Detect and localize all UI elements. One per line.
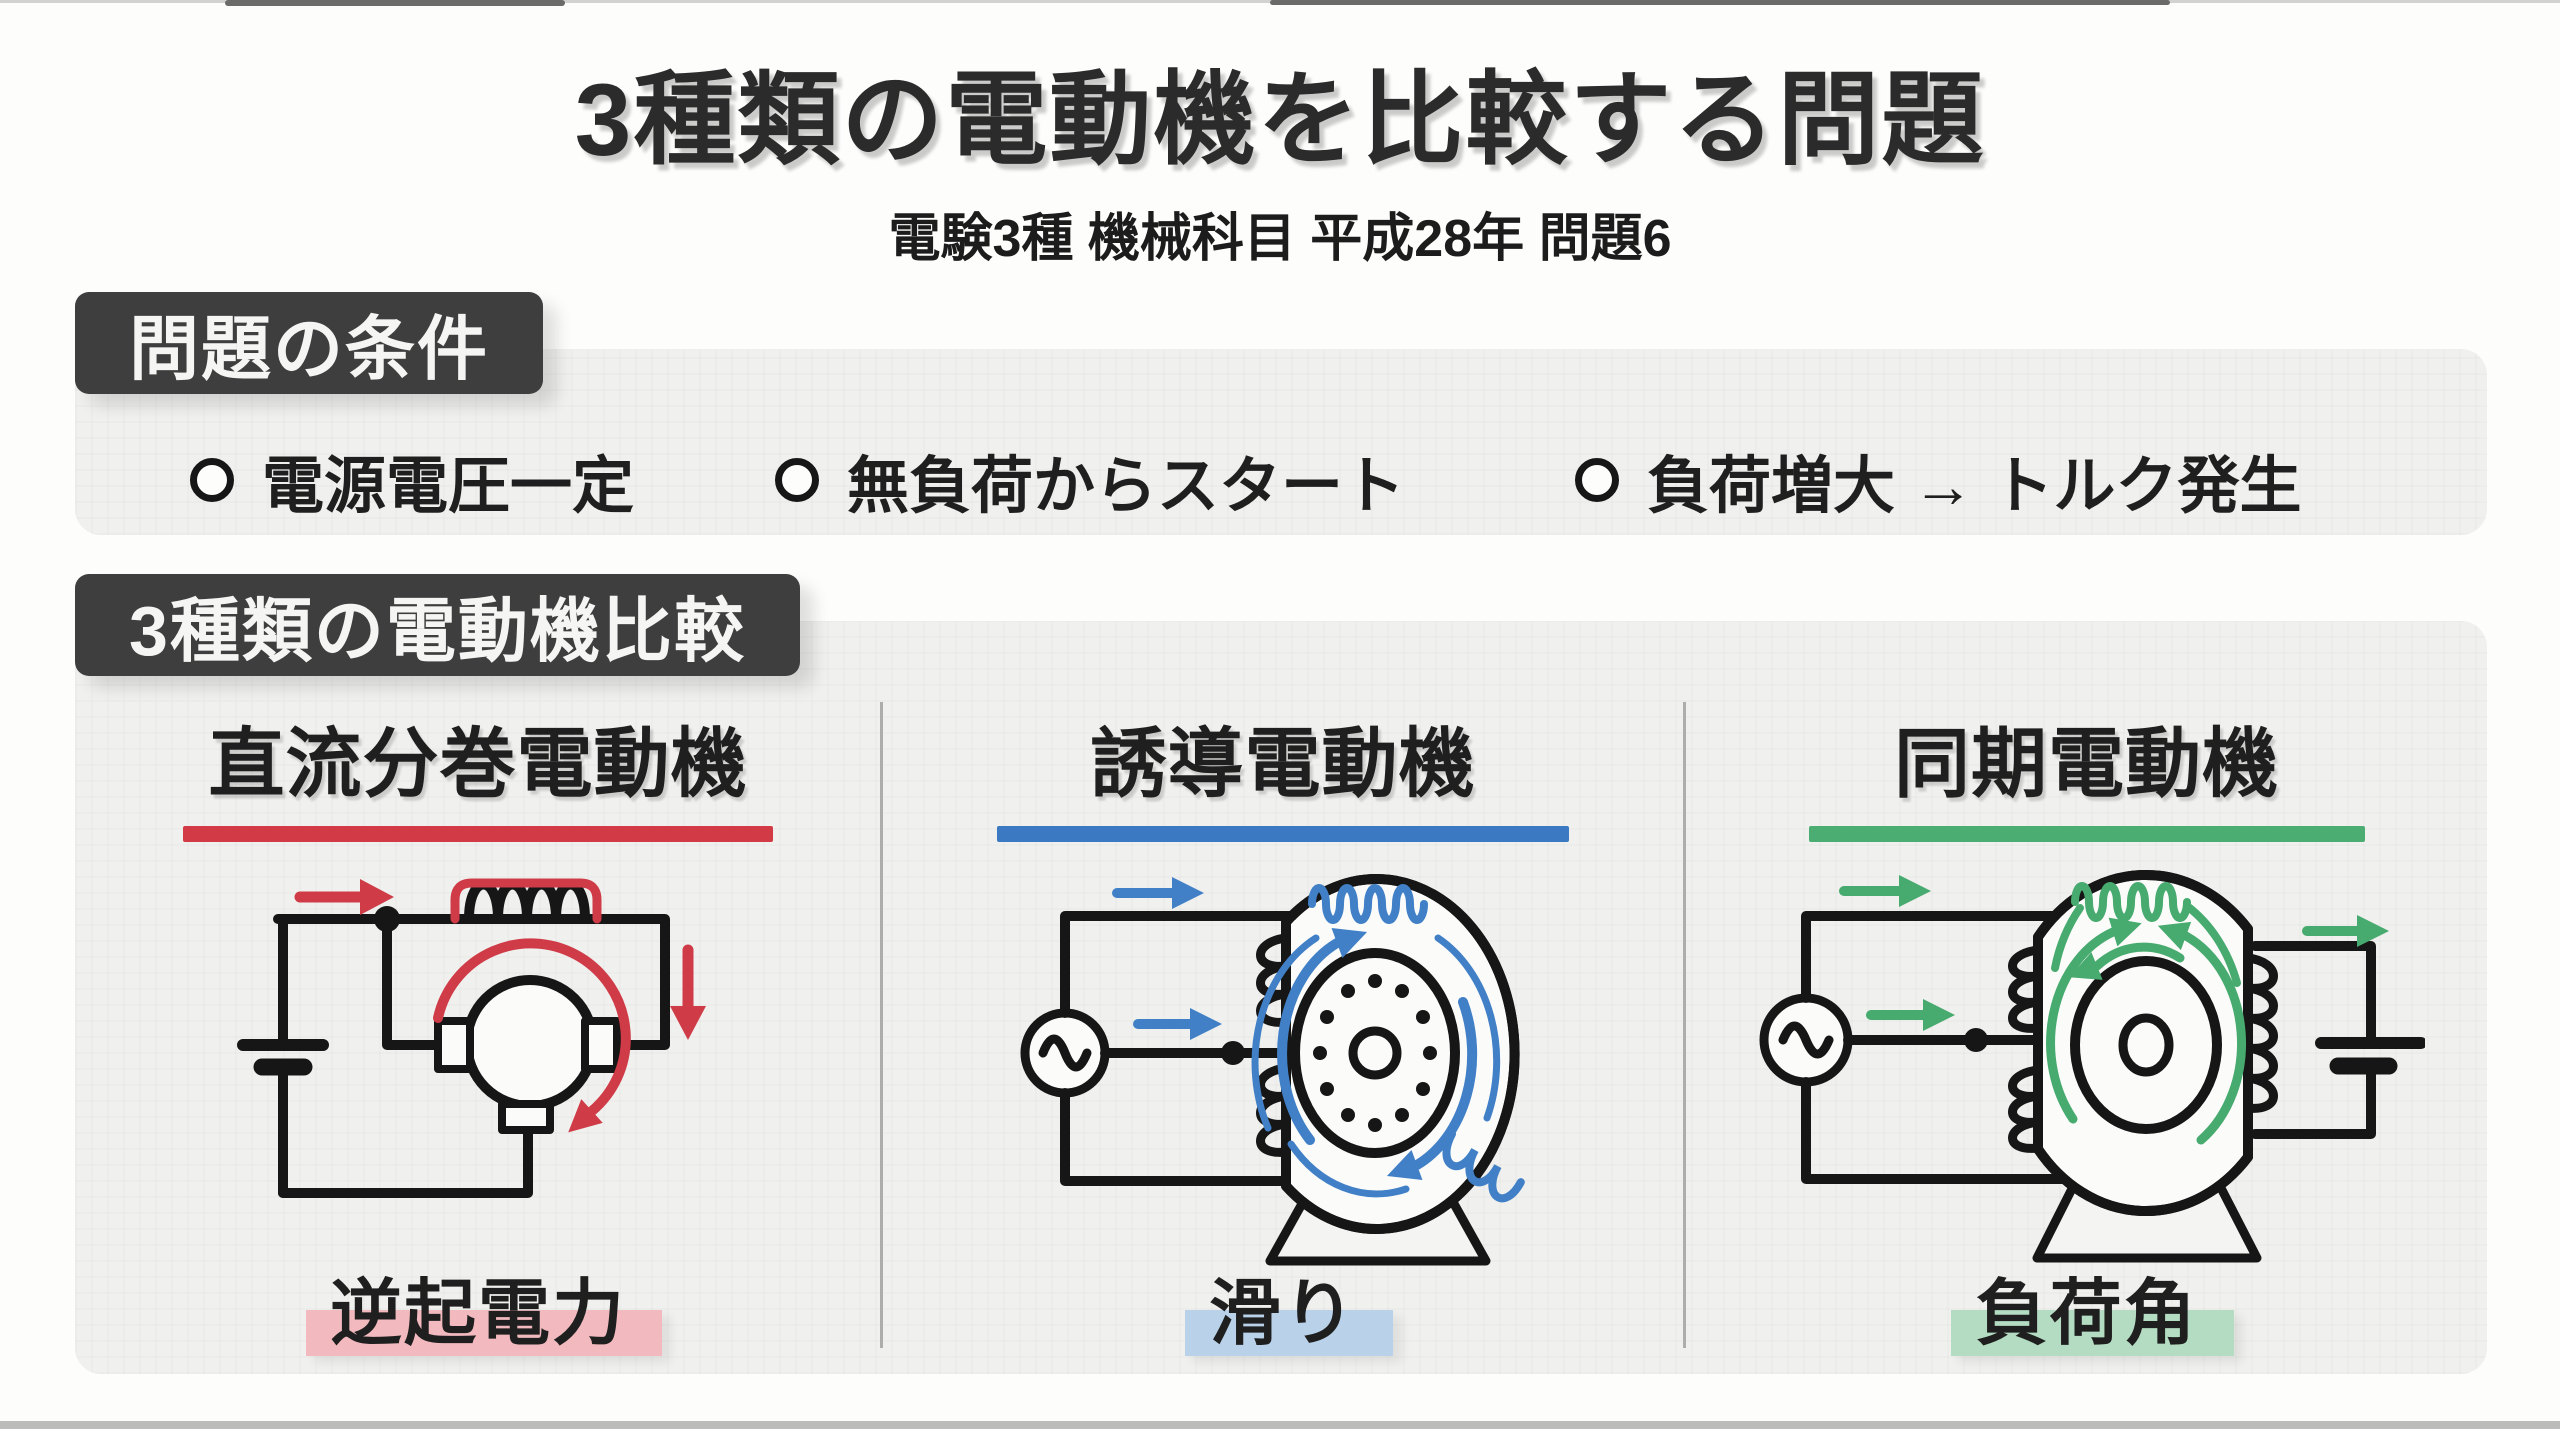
current-arrow-icon: [670, 944, 706, 1040]
induction-motor-circuit-diagram: [1020, 874, 1525, 1266]
rotation-arrow-icon: [2069, 942, 2185, 980]
rotation-arrow-icon: [433, 938, 631, 1133]
junction-node: [1964, 1028, 1988, 1052]
current-arrow-icon: [1133, 1008, 1222, 1040]
condition-text: 無負荷からスタート: [847, 452, 1406, 521]
field-coil-icon: [464, 879, 590, 924]
rotating-field-ring: [1251, 934, 1501, 1198]
keyword-text: 逆起電力: [329, 1274, 626, 1354]
keyword-highlight: [1951, 1310, 2234, 1356]
bullet-circle-icon: [190, 458, 234, 502]
column-title: 誘導電動機: [1090, 722, 1476, 807]
conditions-badge: 問題の条件: [75, 292, 543, 394]
column-header-induction: 誘導電動機: [884, 702, 1682, 842]
field-bypass-path: [450, 878, 602, 924]
conditions-panel: [75, 349, 2487, 535]
condition-item: 負荷増大 → トルク発生: [1575, 430, 2301, 530]
stator-winding-icon: [1308, 884, 1428, 924]
dc-shunt-motor-circuit-diagram: [237, 878, 706, 1198]
synchronous-motor-circuit-diagram: [1759, 869, 2425, 1263]
condition-text: 負荷増大 → トルク発生: [1647, 452, 2302, 521]
junction-node: [1221, 1041, 1245, 1065]
rotor-icon: [1290, 948, 1460, 1158]
bullet-circle-icon: [1575, 458, 1619, 502]
page-title: 3種類の電動機を比較する問題: [574, 63, 1986, 177]
title-underline: [183, 826, 773, 842]
circuit-wire: [1060, 911, 1297, 1018]
field-circuit: [2250, 941, 2425, 1139]
field-arc: [2051, 904, 2084, 972]
column-divider: [1683, 702, 1686, 1348]
rotation-arrow-icon: [1277, 927, 1368, 1145]
page-subtitle: 電験3種 機械科目 平成28年 問題6: [888, 210, 1672, 268]
bottom-edge-strip: [0, 1421, 2560, 1429]
keyword-dc-shunt: 逆起電力: [75, 1254, 881, 1359]
battery-icon: [237, 914, 329, 1198]
bullet-circle-icon: [775, 458, 819, 502]
column-title: 同期電動機: [1894, 722, 2279, 807]
keyword-synchronous: 負荷角: [1686, 1254, 2487, 1359]
stator-coil-icon: [2008, 945, 2278, 1153]
top-edge-artifact: [225, 0, 565, 6]
stator-icon: [2033, 869, 2253, 942]
keyword-highlight: [1184, 1310, 1393, 1356]
column-title: 直流分巻電動機: [208, 722, 748, 807]
title-underline: [1808, 826, 2365, 842]
current-arrow-icon: [1112, 877, 1204, 909]
stator-icon: [1281, 874, 1520, 1234]
column-divider: [880, 702, 883, 1348]
rotor-icon: [2070, 956, 2222, 1134]
column-header-dc-shunt: 直流分巻電動機: [75, 702, 881, 842]
top-edge-artifact: [1270, 0, 2170, 5]
shaft-icon: [2118, 1013, 2174, 1077]
stator-winding-icon: [2071, 882, 2191, 922]
condition-text: 電源電圧一定: [262, 452, 635, 521]
current-arrow-icon: [2302, 915, 2389, 947]
ac-source-icon: [1020, 1008, 1110, 1098]
stator-winding-icon: [1442, 1130, 1525, 1203]
field-arc: [2183, 902, 2241, 987]
keyword-highlight: [305, 1310, 662, 1356]
ac-source-icon: [1759, 993, 1853, 1087]
condition-item: 電源電圧一定: [190, 430, 634, 530]
keyword-text: 滑り: [1208, 1274, 1357, 1354]
circuit-wire: [1801, 911, 2060, 1003]
column-header-synchronous: 同期電動機: [1686, 702, 2487, 842]
condition-item: 無負荷からスタート: [775, 430, 1405, 530]
circuit-wire: [1060, 1088, 1287, 1186]
keyword-text: 負荷角: [1975, 1274, 2198, 1354]
shaft-icon: [1348, 1026, 1402, 1080]
current-arrow-icon: [1839, 875, 1931, 907]
circuit-wire: [1801, 1077, 2069, 1184]
comparison-badge: 3種類の電動機比較: [75, 574, 800, 676]
return-wire: [278, 1125, 533, 1198]
current-arrow-icon: [1866, 999, 1955, 1031]
rotation-arrow-icon: [1386, 997, 1478, 1181]
motor-icon: [434, 975, 621, 1134]
title-underline: [997, 826, 1569, 842]
keyword-induction: 滑り: [884, 1254, 1682, 1359]
junction-node: [374, 906, 400, 932]
rotation-arrow-icon: [2046, 917, 2142, 1124]
current-arrow-icon: [294, 879, 394, 915]
shunt-branch-wire: [382, 914, 443, 1050]
rotation-arrow-icon: [2157, 921, 2247, 1145]
